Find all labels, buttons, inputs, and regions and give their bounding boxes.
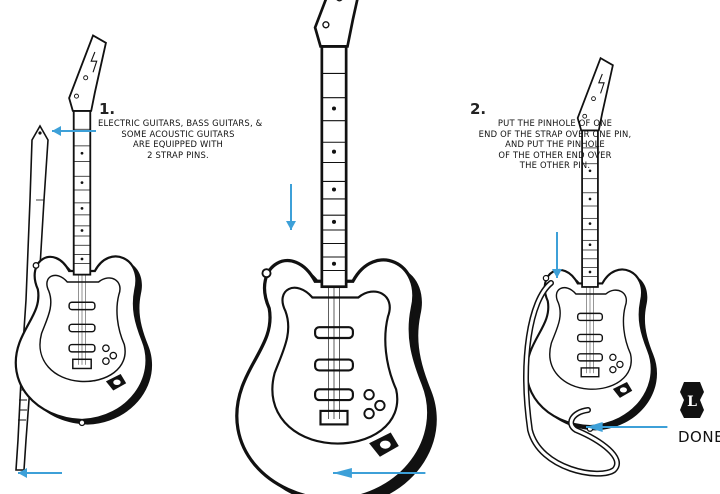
- arrow-down-icon: [551, 231, 563, 279]
- levys-logo-icon: L: [680, 382, 704, 418]
- step-1-text: ELECTRIC GUITARS, BASS GUITARS, & SOME A…: [98, 118, 263, 160]
- guitar-large-center: [235, 0, 439, 494]
- arrow-left-icon: [584, 420, 670, 434]
- step-2-text: PUT THE PINHOLE OF ONE END OF THE STRAP …: [478, 118, 632, 171]
- step-1-number: 1.: [99, 100, 116, 118]
- guitar-small-right: [525, 57, 659, 433]
- arrow-left-icon: [17, 467, 63, 479]
- done-label: DONE: [678, 428, 720, 446]
- logo-letter: L: [687, 394, 697, 410]
- step-2-number: 2.: [470, 100, 487, 118]
- arrow-down-icon: [285, 183, 297, 231]
